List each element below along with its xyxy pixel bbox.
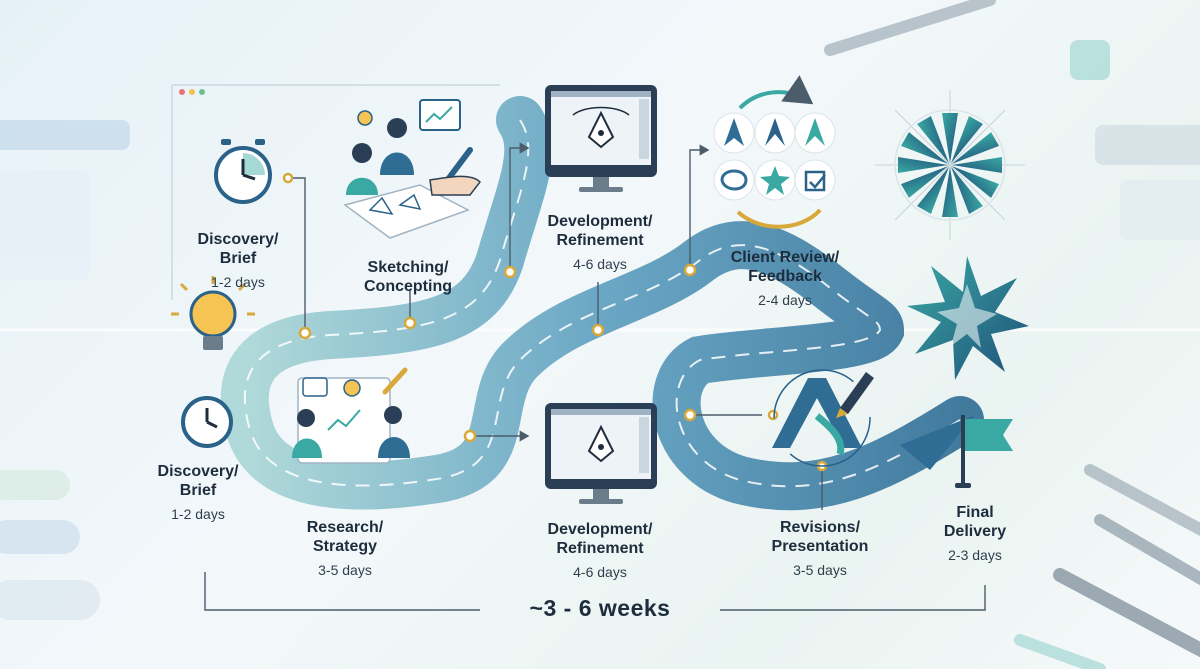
stage-title: Development/ Refinement — [547, 521, 653, 557]
pen-logo-icon — [772, 369, 874, 467]
stage-label-final-delivery: Final Delivery 2-3 days — [920, 503, 1030, 565]
stage-title: Revisions/ Presentation — [771, 519, 869, 555]
stage-duration: 4-6 days — [573, 564, 627, 580]
stage-label-discovery-bottom: Discovery/ Brief 1-2 days — [138, 462, 258, 524]
starburst-logo-icon — [907, 256, 1029, 380]
stage-label-development-top: Development/ Refinement 4-6 days — [535, 212, 665, 274]
stage-duration: 2-4 days — [758, 292, 812, 308]
team-sketching-icon — [343, 99, 481, 239]
stage-title: Discovery/ Brief — [197, 231, 279, 267]
stage-title: Client Review/ Feedback — [730, 249, 840, 285]
stage-label-research: Research/ Strategy 3-5 days — [285, 518, 405, 580]
winding-road — [220, 96, 984, 511]
milestone-dots — [282, 172, 828, 472]
stage-title: Research/ Strategy — [306, 519, 384, 555]
stage-label-client-review: Client Review/ Feedback 2-4 days — [715, 248, 855, 310]
stage-duration: 3-5 days — [318, 562, 372, 578]
connectors — [204, 142, 986, 611]
starburst-sketch-icon — [875, 90, 1025, 240]
total-duration: ~3 - 6 weeks — [529, 595, 671, 621]
browser-frame — [171, 84, 500, 300]
monitor-pen-tool-icon — [545, 403, 657, 504]
stage-label-development-bottom: Development/ Refinement 4-6 days — [530, 520, 670, 582]
stage-title: Final Delivery — [943, 504, 1007, 540]
clock-icon — [181, 396, 233, 448]
stage-label-sketching: Sketching/ Concepting — [348, 258, 468, 296]
clock-icon — [214, 139, 272, 204]
stage-title: Discovery/ Brief — [157, 463, 239, 499]
stage-duration: 3-5 days — [793, 562, 847, 578]
stage-label-revisions: Revisions/ Presentation 3-5 days — [750, 518, 890, 580]
flag-icon — [955, 415, 1013, 488]
stage-duration: 1-2 days — [171, 506, 225, 522]
stage-duration: 1-2 days — [211, 274, 265, 290]
stage-duration: 4-6 days — [573, 256, 627, 272]
monitor-pen-tool-icon — [545, 85, 657, 192]
stage-title: Sketching/ Concepting — [364, 259, 452, 295]
lightbulb-icon — [171, 276, 255, 350]
road-arrow-head — [900, 415, 975, 470]
team-research-icon — [292, 367, 410, 464]
stage-label-discovery-top: Discovery/ Brief 1-2 days — [178, 230, 298, 292]
stage-title: Development/ Refinement — [547, 213, 653, 249]
logo-variants-icon — [713, 75, 836, 229]
stage-duration: 2-3 days — [948, 547, 1002, 563]
